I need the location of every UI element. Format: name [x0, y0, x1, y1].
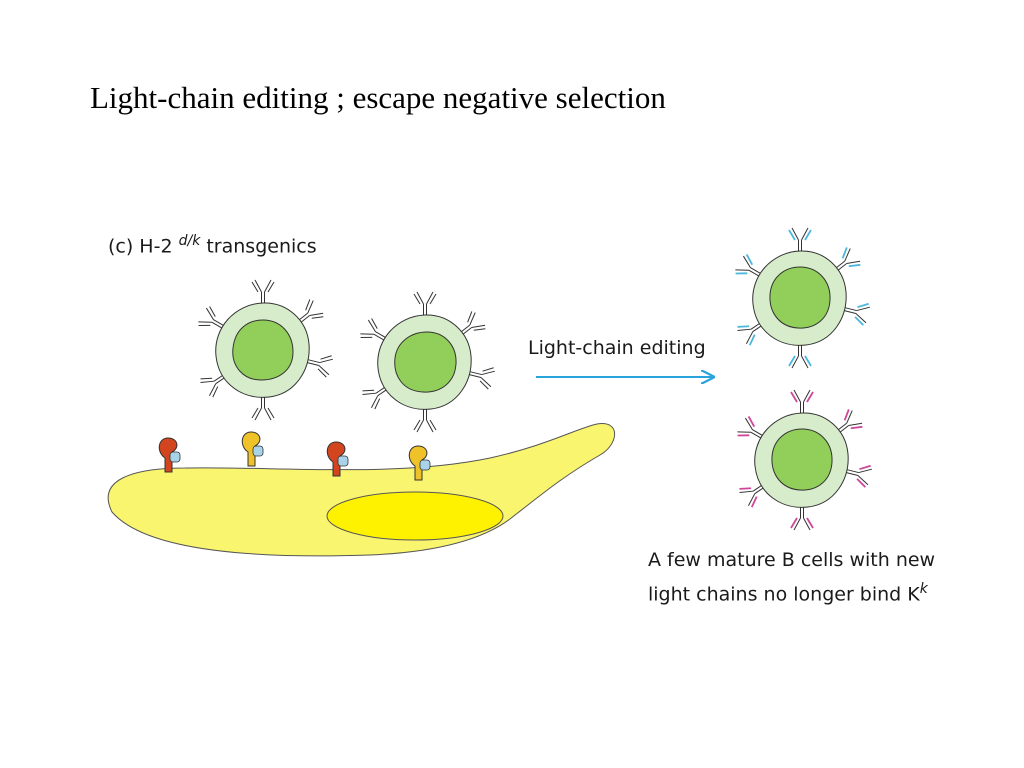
b-cell-left-1-antibody-4 [251, 394, 275, 421]
b-cell-left-1 [198, 279, 333, 421]
b-cell-right-magenta-antibody-2 [835, 409, 863, 435]
panel-label-superscript: d/k [178, 233, 201, 249]
caption-line-2: light chains no longer bind Kk [648, 575, 935, 609]
panel-label-suffix: transgenics [200, 235, 317, 258]
b-cell-right-cyan-receptors [735, 227, 870, 369]
b-cell-left-2-antibody-4 [413, 406, 437, 433]
mhc-molecule-yellow-2 [408, 445, 431, 481]
caption-line-1: A few mature B cells with new [648, 549, 936, 571]
panel-label: (c) H-2 d/k transgenics [108, 233, 317, 257]
stromal-cell-body [107, 423, 615, 557]
arrow-label: Light-chain editing [528, 337, 706, 359]
b-cell-right-magenta-antibody-1 [790, 389, 814, 416]
b-cell-right-cyan-antibody-1 [788, 227, 812, 254]
caption-superscript: k [919, 581, 928, 597]
b-cell-right-cyan-antibody-4 [788, 342, 812, 369]
b-cell-left-2-antibody-3 [467, 367, 495, 390]
mhc-molecule-red-2 [326, 441, 349, 477]
b-cell-right-magenta-antibody-4 [790, 504, 814, 531]
b-cell-right-magenta [737, 389, 872, 531]
b-cell-left-2-antibody-1 [413, 291, 437, 318]
b-cell-left-1-antibody-1 [251, 279, 275, 306]
panel-label-prefix: (c) H-2 [108, 235, 179, 258]
slide-title: Light-chain editing ; escape negative se… [90, 80, 666, 115]
b-cell-right-cyan [735, 227, 870, 369]
b-cell-left-2-antibody-5 [362, 384, 390, 410]
mhc-molecule-yellow-1 [241, 431, 264, 467]
b-cell-left-1-nucleus [232, 319, 294, 381]
mhc-molecule-red-1 [158, 437, 181, 473]
caption-line-2-text: light chains no longer bind K [648, 583, 920, 606]
b-cell-right-magenta-nucleus [771, 428, 833, 491]
b-cell-left-2 [360, 291, 495, 433]
b-cell-right-magenta-receptors [737, 389, 872, 531]
stromal-cell-nucleus [326, 491, 504, 541]
caption: A few mature B cells with new light chai… [648, 546, 935, 609]
b-cell-right-cyan-nucleus [769, 266, 831, 329]
b-cell-left-2-nucleus [394, 331, 457, 393]
b-cell-right-cyan-antibody-3 [842, 302, 870, 326]
stromal-cell [107, 423, 615, 557]
